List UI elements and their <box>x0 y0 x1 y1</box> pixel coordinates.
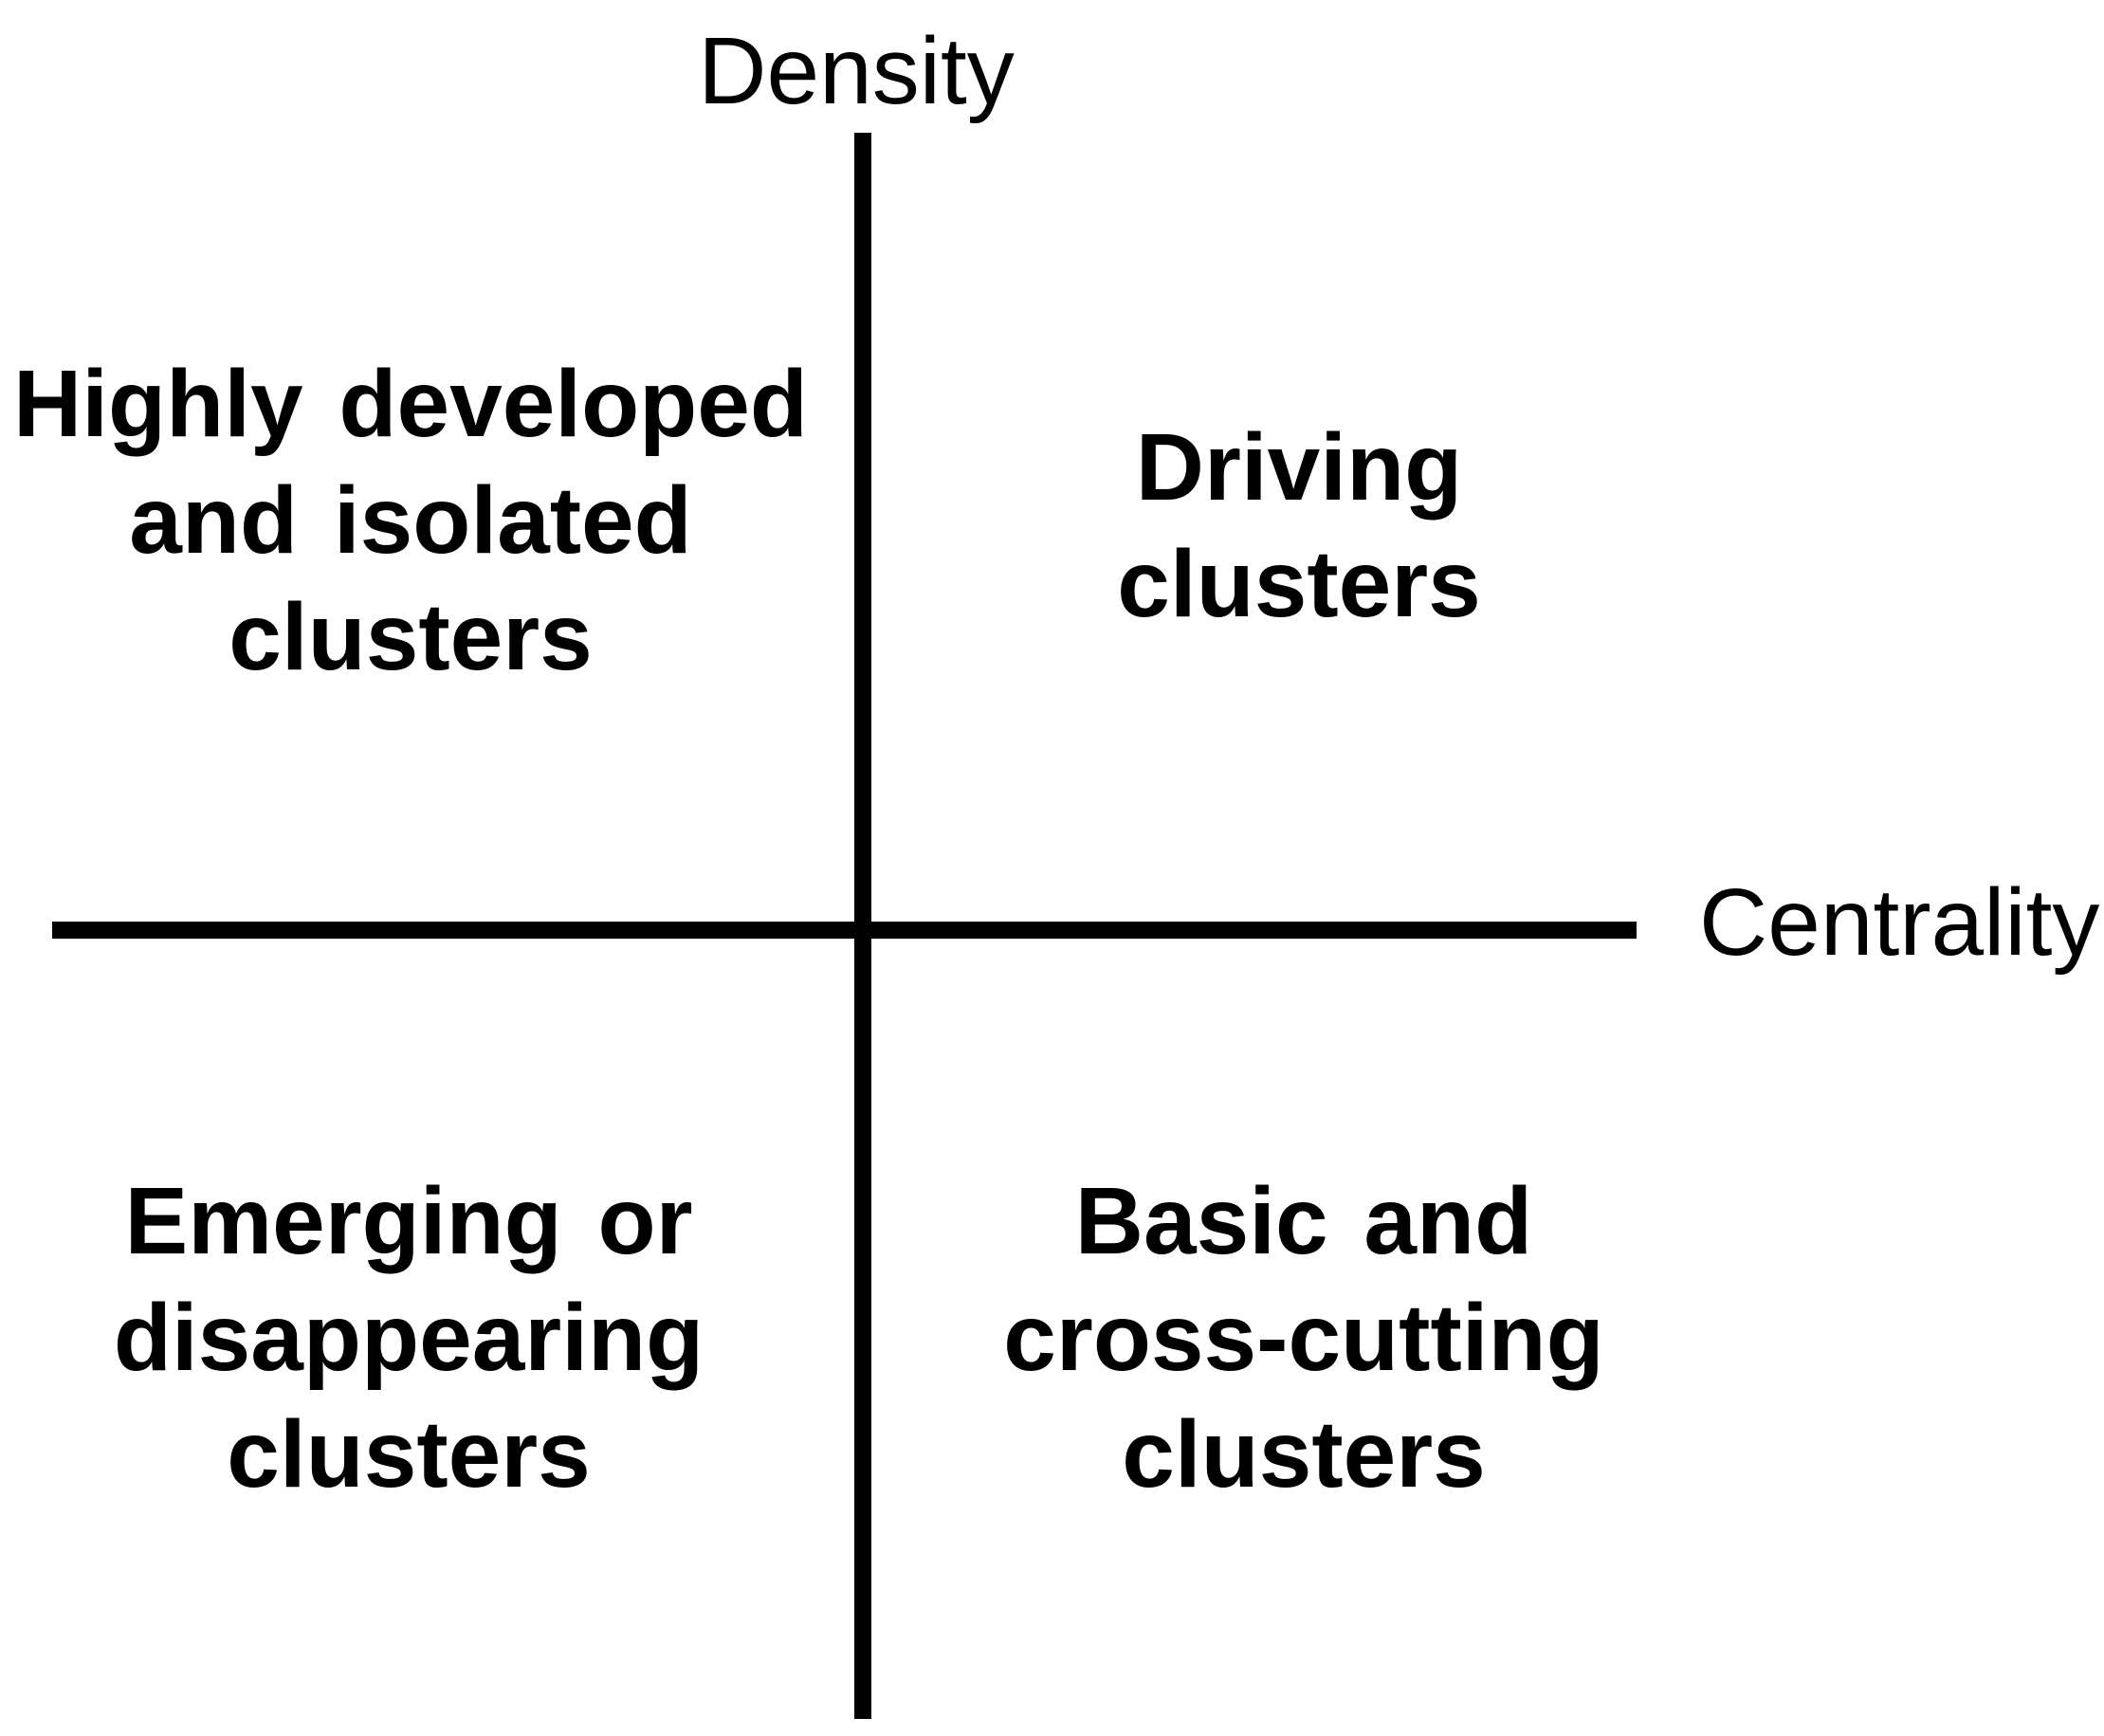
y-axis-label-density: Density <box>698 18 1015 124</box>
quadrant-label-line: clusters <box>229 584 593 690</box>
quadrant-label-line: disappearing <box>113 1285 704 1391</box>
quadrant-label-top-left: Highly developed and isolated clusters <box>13 346 808 696</box>
quadrant-label-line: clusters <box>1117 531 1481 637</box>
quadrant-label-line: Highly developed <box>13 351 808 457</box>
quadrant-label-line: clusters <box>1122 1401 1486 1508</box>
quadrant-label-line: cross-cutting <box>1003 1285 1604 1391</box>
quadrant-label-line: Basic and <box>1074 1168 1533 1274</box>
quadrant-label-bottom-right: Basic and cross-cutting clusters <box>1003 1163 1603 1513</box>
quadrant-label-line: Driving <box>1135 414 1463 521</box>
quadrant-label-line: and isolated <box>129 467 692 574</box>
x-axis-line <box>52 922 1637 939</box>
x-axis-label-centrality: Centrality <box>1699 869 2100 976</box>
quadrant-label-line: clusters <box>227 1401 591 1508</box>
quadrant-label-bottom-left: Emerging or disappearing clusters <box>114 1163 704 1513</box>
quadrant-label-line: Emerging or <box>124 1168 693 1274</box>
quadrant-label-top-right: Driving clusters <box>1117 410 1481 643</box>
